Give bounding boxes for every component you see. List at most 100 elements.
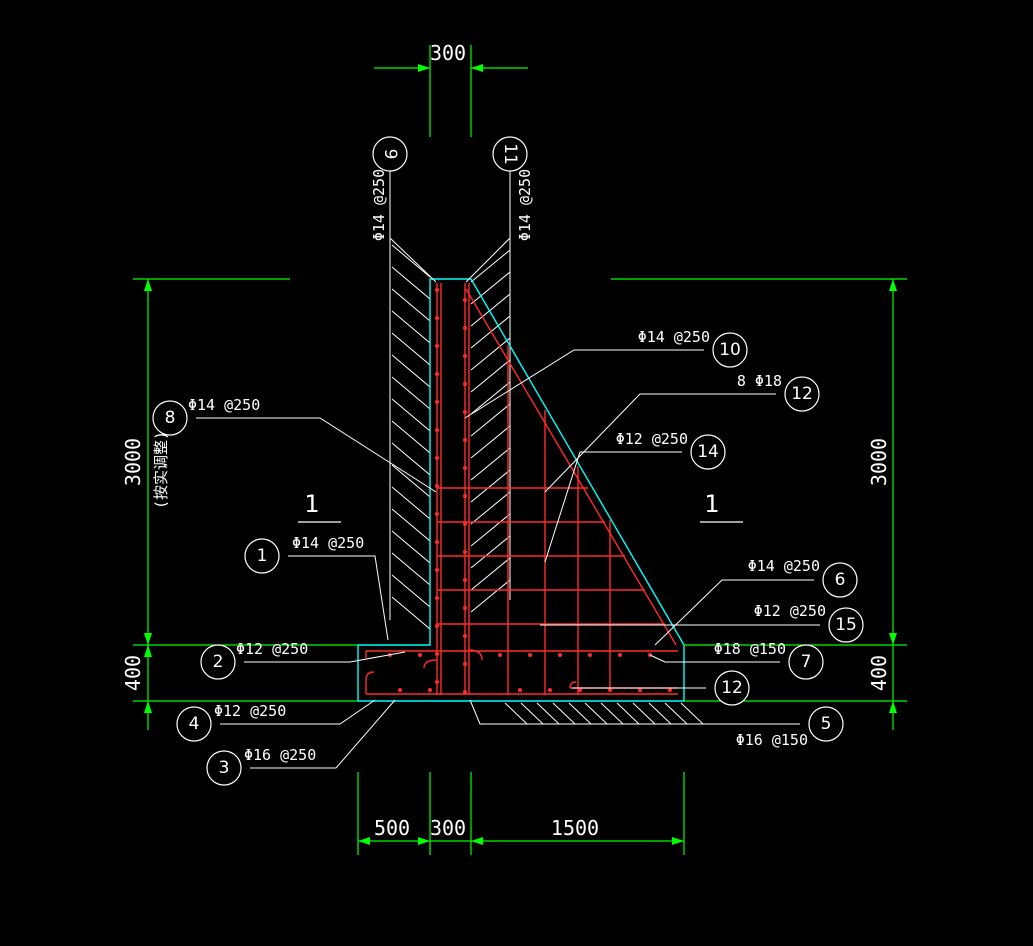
callout-spec: Φ12 @250 <box>214 702 286 720</box>
callout-spec: Φ14 @250 <box>188 396 260 414</box>
hatch-line <box>391 288 431 322</box>
hatch-line <box>470 337 511 371</box>
dimension-texts: 300 500 300 1500 3000 (按实调整) 3000 400 40… <box>121 41 891 840</box>
callout-number: 1 <box>257 546 268 566</box>
callout-bubble <box>244 538 280 574</box>
rebar-dot <box>608 688 612 692</box>
dim-bottom-left: 500 <box>374 816 410 840</box>
callout-spec: Φ18 @150 <box>714 640 786 658</box>
callout-spec: Φ16 @150 <box>736 731 808 749</box>
rebar-dot <box>463 326 467 330</box>
rebar-dot <box>463 298 467 302</box>
hatch-line <box>391 354 431 388</box>
hatch-line <box>391 376 431 410</box>
dim-right-height: 3000 <box>867 438 891 486</box>
hatch-line <box>470 315 511 349</box>
hatch-line <box>470 469 511 503</box>
rebar-dots <box>388 288 672 694</box>
hatch-line <box>391 244 431 278</box>
callout-bubble <box>200 644 236 680</box>
section-mark-left: 1 <box>304 490 319 518</box>
dim-bottom-mid: 300 <box>430 816 466 840</box>
hatch-line <box>470 425 511 459</box>
callout-number: 15 <box>835 615 857 635</box>
leader-line <box>464 349 704 419</box>
rebar-dot <box>463 466 467 470</box>
dim-bottom-right: 1500 <box>551 816 599 840</box>
dimension-lines <box>133 45 907 855</box>
rebar-dot <box>528 653 532 657</box>
callout-spec: Φ12 @250 <box>236 640 308 658</box>
hatch-line <box>391 508 431 542</box>
callout-bubble <box>372 136 408 172</box>
hatch-line <box>504 702 528 725</box>
hatch-line <box>391 266 431 300</box>
rebar-dot <box>518 688 522 692</box>
callout-bubble <box>492 136 528 172</box>
hatch-line <box>470 513 511 547</box>
callout-spec: Φ14 @250 <box>370 169 388 241</box>
rebar-dot <box>463 354 467 358</box>
callout-number: 14 <box>697 442 719 462</box>
hatch-line <box>391 596 431 630</box>
hatch-line <box>648 702 672 725</box>
rebar-dot <box>435 484 439 488</box>
hatch-line <box>391 552 431 586</box>
hatch-line <box>391 486 431 520</box>
hatch-line <box>470 491 511 525</box>
dim-left-height: 3000 <box>121 438 145 486</box>
rebar-dot <box>463 634 467 638</box>
hatch-line <box>664 702 688 725</box>
rebar-dot <box>435 568 439 572</box>
hatch-line <box>391 420 431 454</box>
hatch-line <box>568 702 592 725</box>
leader-line <box>288 555 389 641</box>
leader-line <box>244 651 406 663</box>
callout-spec: Φ14 @250 <box>292 534 364 552</box>
callout-1: 1 Φ14 @250 <box>244 534 389 641</box>
hatch-line <box>470 293 511 327</box>
leader-line <box>654 579 814 646</box>
stem-hook-right <box>468 649 483 661</box>
hatch-line <box>600 702 624 725</box>
callout-8: 8 Φ14 @250 <box>152 396 437 493</box>
soil-hatching <box>389 170 704 725</box>
callout-number: 2 <box>213 652 224 672</box>
hatch-line <box>552 702 576 725</box>
hatch-line <box>584 702 608 725</box>
hatch-line <box>632 702 656 725</box>
rebar-dot <box>435 624 439 628</box>
rebar-dot <box>548 688 552 692</box>
rebar-dot <box>463 550 467 554</box>
callout-number: 8 <box>165 408 176 428</box>
section-mark-right: 1 <box>704 490 719 518</box>
hatch-line <box>391 332 431 366</box>
buttress-sloped-bar <box>465 288 677 646</box>
hatch-line <box>520 702 544 725</box>
rebar-dot <box>463 690 467 694</box>
callout-number: 3 <box>219 758 230 778</box>
leader-line <box>389 180 437 283</box>
rebar-dot <box>588 653 592 657</box>
rebar-dot <box>398 688 402 692</box>
hatch-line <box>391 398 431 432</box>
base-hook-left <box>365 671 375 694</box>
callout-bubble <box>808 706 844 742</box>
callout-number: 11 <box>500 143 520 165</box>
rebar-dot <box>435 540 439 544</box>
hatch-line <box>470 271 511 305</box>
rebar-dot <box>463 606 467 610</box>
hatch-line <box>616 702 640 725</box>
hatch-line <box>391 464 431 498</box>
hatch-line <box>470 359 511 393</box>
callout-spec: Φ12 @250 <box>616 430 688 448</box>
callout-14: 14 Φ12 @250 <box>544 430 726 563</box>
hatch-line <box>470 447 511 481</box>
callout-number: 5 <box>821 714 832 734</box>
hatch-line <box>536 702 560 725</box>
callout-bubble <box>712 332 748 368</box>
